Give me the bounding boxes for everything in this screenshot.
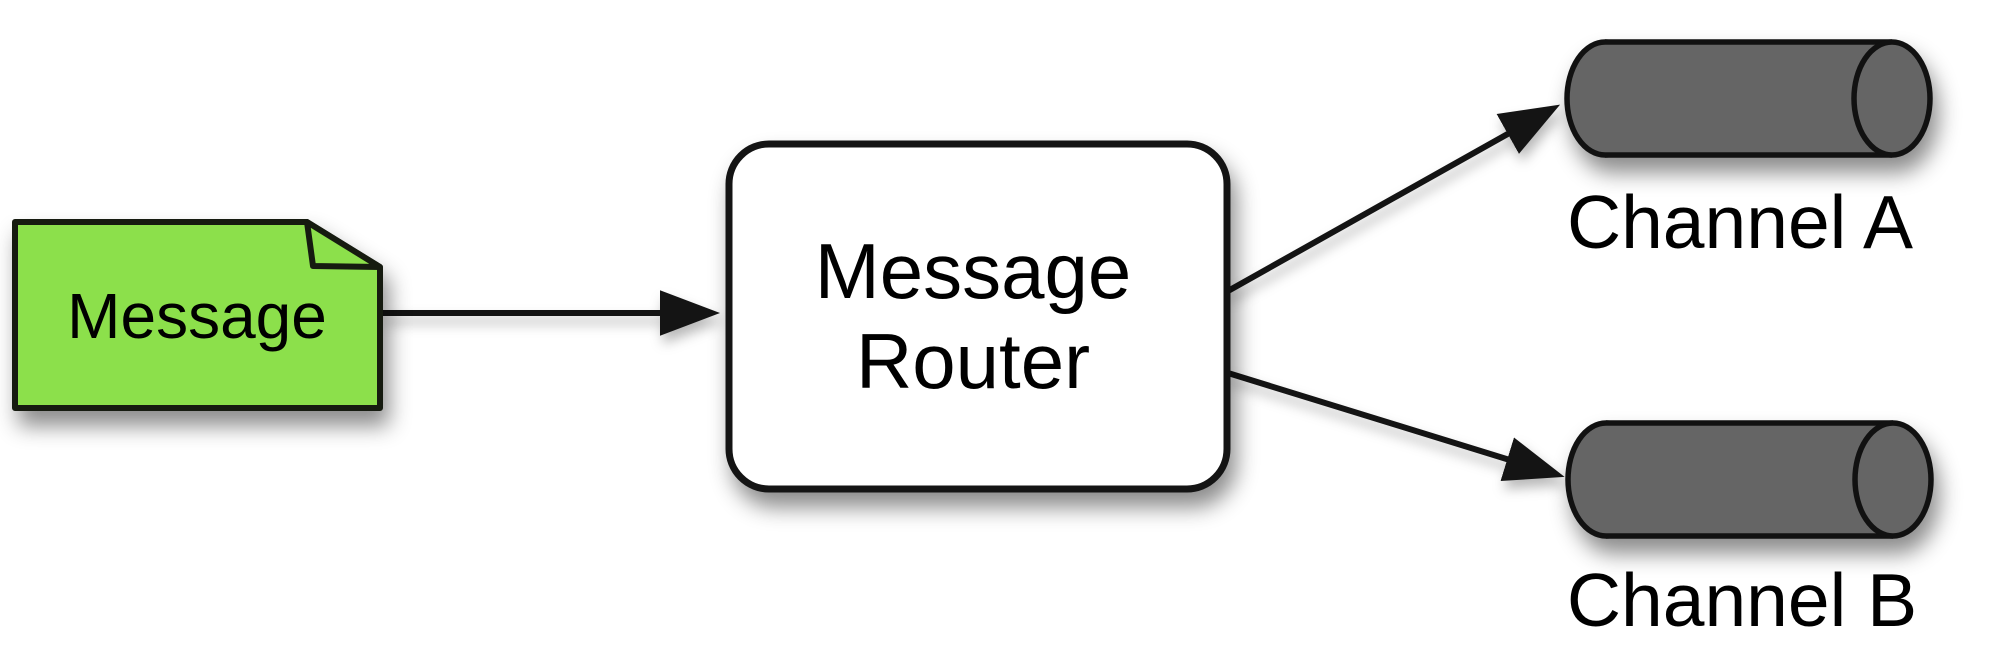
channel-b-label: Channel B — [1567, 558, 1917, 642]
edge-router-to-channel-b — [1227, 370, 1565, 482]
router-label-line2: Router — [856, 317, 1090, 405]
edge-router-to-channel-a — [1226, 104, 1561, 294]
router-box — [725, 140, 1231, 493]
arrow-line-router-to-channel-a — [1226, 104, 1561, 294]
note-shape — [12, 219, 383, 411]
channel-b-cylinder-edges — [1606, 420, 1893, 539]
channel-b-cylinder-right-face — [1852, 420, 1934, 539]
message-node-label: Message — [67, 280, 327, 352]
channel-b-shape — [1565, 420, 1934, 539]
arrow-line-router-to-channel-b — [1227, 370, 1565, 482]
router-node-shape — [725, 140, 1231, 493]
router-label-line1: Message — [815, 227, 1132, 315]
note-fold-corner-icon — [304, 219, 383, 270]
channel-b-cylinder-body — [1606, 423, 1893, 536]
channel-a-cylinder-right-face — [1851, 39, 1933, 158]
channel-a-label: Channel A — [1567, 180, 1913, 264]
channel-a-cylinder-body — [1605, 42, 1892, 155]
channel-a-cylinder-edges — [1605, 39, 1892, 158]
message-node-shape — [12, 219, 383, 411]
channel-a-shape — [1564, 39, 1933, 158]
